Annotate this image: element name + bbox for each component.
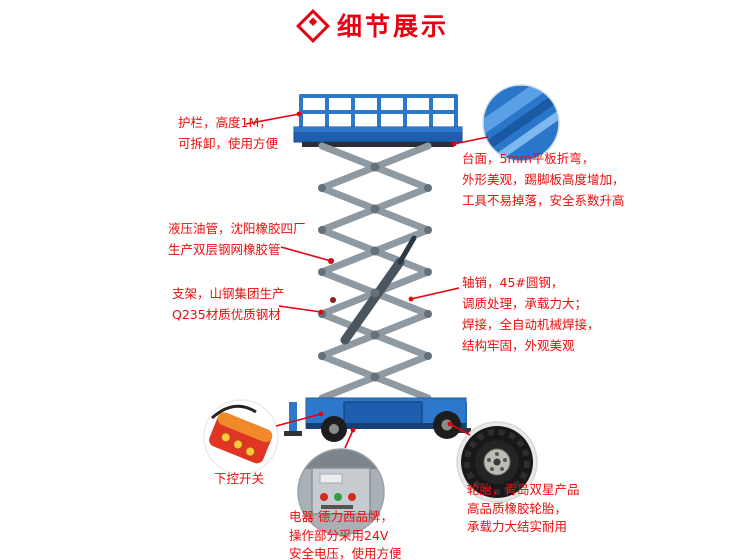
callout-guardrail: 护栏，高度1M， 可拆卸，使用方便 <box>178 112 278 154</box>
callout-text-line: 工具不易掉落，安全系数升高 <box>462 193 625 208</box>
callout-axle-pin-weld: 轴销，45#圆钢， 调质处理，承载力大； 焊接，全自动机械焊接， 结构牢固，外观… <box>462 272 600 356</box>
callout-text-line: 操作部分采用24V <box>289 527 389 543</box>
callout-connector-dots <box>296 111 457 433</box>
callout-tire: 轮胎，青岛双星产品 高品质橡胶轮胎， 承载力大结实耐用 <box>467 481 580 537</box>
platform-deck <box>293 126 463 147</box>
callout-text-line: 安全电压，使用方便 <box>289 546 402 560</box>
guardrail <box>299 94 458 131</box>
callout-remote-switch: 下控开关 <box>214 468 264 489</box>
callout-connector-lines <box>245 113 489 449</box>
callout-text-line: 承载力大结实耐用 <box>467 519 568 534</box>
callout-text-line: 液压油管，沈阳橡胶四厂 <box>168 221 306 236</box>
electric-box-closeup-circle <box>297 448 385 536</box>
callout-hydraulic-pipe: 液压油管，沈阳橡胶四厂 生产双层钢网橡胶管 <box>168 218 306 260</box>
callout-text-line: 电器 德力西品牌， <box>289 509 393 524</box>
callout-text-line: 结构牢固，外观美观 <box>462 338 575 353</box>
callout-text-line: 下控开关 <box>214 471 265 486</box>
scissor-joints <box>318 162 432 382</box>
callout-text-line: 生产双层钢网橡胶管 <box>168 242 281 257</box>
wheels <box>321 411 461 442</box>
callout-text-line: 轮胎，青岛双星产品 <box>467 482 580 497</box>
callout-text-line: 护栏，高度1M， <box>178 115 272 130</box>
callout-text-line: 可拆卸，使用方便 <box>178 136 279 151</box>
remote-closeup-circle <box>203 399 279 475</box>
callout-support-frame: 支架，山钢集团生产 Q235材质优质钢材 <box>172 283 285 325</box>
callout-text-line: 轴销，45#圆钢， <box>462 275 564 290</box>
callout-text-line: Q235材质优质钢材 <box>172 307 281 322</box>
callout-text-line: 焊接，全自动机械焊接， <box>462 317 600 332</box>
page-title: 细节展示 <box>336 11 449 41</box>
callout-text-line: 台面，5mm平板折弯， <box>462 151 595 166</box>
callout-text-line: 高品质橡胶轮胎， <box>467 500 568 516</box>
callout-text-line: 支架，山钢集团生产 <box>172 286 285 301</box>
page-header: 细节展示 <box>0 8 750 44</box>
tire-closeup-circle <box>456 421 538 503</box>
scissor-lift-machine <box>284 94 471 442</box>
callout-platform: 台面，5mm平板折弯， 外形美观，踢脚板高度增加， 工具不易掉落，安全系数升高 <box>462 148 625 211</box>
callout-electrics: 电器 德力西品牌， 操作部分采用24V 安全电压，使用方便 <box>289 508 402 560</box>
scissor-arms <box>318 142 432 402</box>
platform-closeup-circle <box>482 84 560 162</box>
callout-text-line: 调质处理，承载力大； <box>462 296 588 311</box>
callout-text-line: 外形美观，踢脚板高度增加， <box>462 172 625 187</box>
